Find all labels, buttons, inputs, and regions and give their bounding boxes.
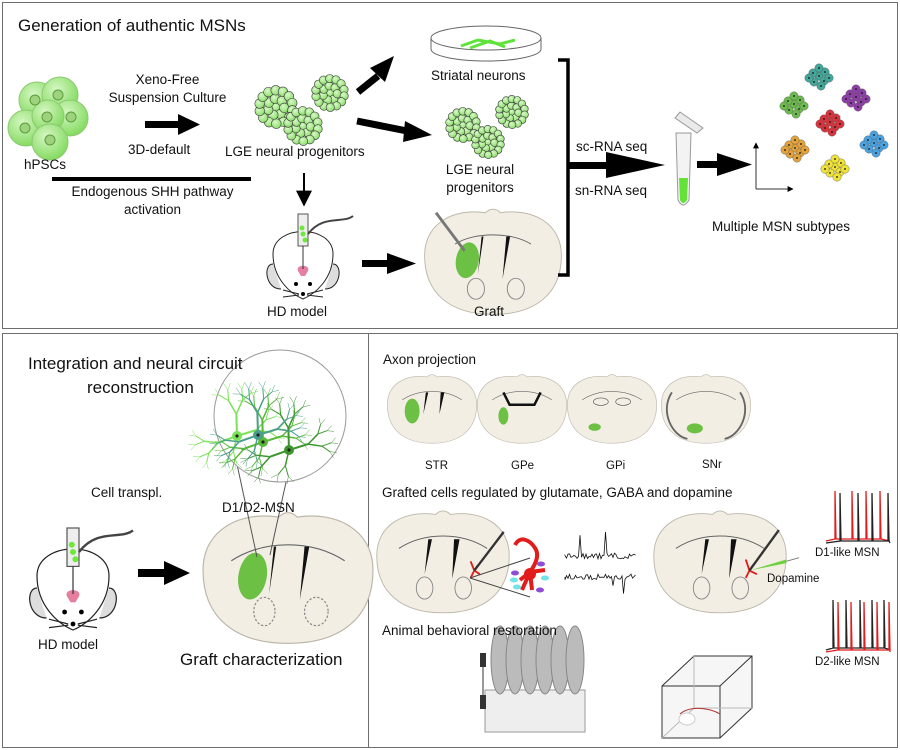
hd-mouse-icon [267, 214, 353, 299]
label-sn-rna-seq: sn-RNA seq [575, 183, 647, 199]
arrow-culture-icon [145, 114, 200, 135]
red-neuron-icon [510, 539, 549, 592]
label-shh-pathway: Endogenous SHH pathway [40, 184, 265, 200]
label-d1-d2-msn: D1/D2-MSN [222, 500, 295, 516]
label-cell-transpl: Cell transpl. [91, 485, 162, 501]
action-potential-traces [826, 491, 890, 652]
hd-mouse-icon [30, 528, 133, 630]
petri-dish-icon [431, 26, 541, 61]
section-title-integration-2: reconstruction [87, 378, 194, 398]
label-d1-like-msn: D1-like MSN [815, 547, 880, 560]
rotarod-icon [480, 626, 585, 732]
cluster [821, 155, 849, 181]
label-3d-default: 3D-default [128, 142, 190, 158]
label-progenitors: progenitors [430, 180, 530, 196]
lge-spheroid-icon [446, 95, 529, 158]
section-title-behavior: Animal behavioral restoration [382, 623, 557, 639]
dopamine-brain-icon [654, 511, 799, 613]
noise-trace [565, 574, 636, 593]
label-sc-rna-seq: sc-RNA seq [576, 139, 647, 155]
region-label-snr: SNr [702, 459, 722, 472]
label-hd-model: HD model [267, 304, 327, 320]
cluster [805, 64, 833, 90]
ap-trace [826, 600, 890, 650]
section-title-integration: Integration and neural circuit [28, 354, 243, 374]
label-suspension-culture: Suspension Culture [95, 90, 240, 106]
spheroid [312, 74, 349, 111]
spheroid [284, 106, 323, 145]
recording-brain-icon [377, 511, 509, 613]
cluster [860, 131, 888, 157]
label-dopamine: Dopamine [767, 573, 819, 586]
cluster [842, 85, 870, 111]
msn-subtype-clusters [780, 64, 888, 181]
label-striatal-neurons: Striatal neurons [431, 68, 526, 84]
arrow-to-graft-icon [138, 561, 190, 585]
ap-trace [826, 602, 890, 652]
section-title-regulation: Grafted cells regulated by glutamate, GA… [382, 485, 732, 501]
cluster [816, 110, 844, 136]
arrow-to-progenitors-icon [357, 121, 432, 142]
label-lge-progenitors: LGE neural progenitors [225, 144, 365, 160]
brain-section-snr [661, 375, 750, 444]
cluster [781, 136, 809, 162]
section-title-generation: Generation of authentic MSNs [18, 16, 246, 36]
arrow-to-graft-icon [362, 253, 416, 274]
label-msn-subtypes: Multiple MSN subtypes [712, 219, 850, 235]
tube-icon [675, 112, 703, 205]
shh-bar [52, 177, 251, 181]
brain-section-str [387, 375, 476, 444]
label-d2-like-msn: D2-like MSN [815, 656, 880, 669]
spheroid [472, 125, 505, 158]
label-hd-model-2: HD model [38, 637, 98, 653]
label-graft-characterization: Graft characterization [180, 650, 343, 670]
noise-trace [565, 532, 636, 559]
section-title-axon: Axon projection [383, 352, 476, 368]
spheroid [496, 95, 529, 128]
label-xeno-free: Xeno-Free [100, 72, 235, 88]
arrow-to-neurons-icon [358, 56, 394, 92]
label-lge-neural: LGE neural [430, 162, 530, 178]
graft-brain-icon [203, 513, 373, 644]
label-shh-activation: activation [40, 202, 265, 218]
hpsc-cluster-icon [8, 77, 88, 160]
cluster [780, 92, 808, 118]
axon-projection-brains [387, 375, 750, 444]
brain-section-gpi [567, 375, 656, 444]
open-field-box-icon [662, 656, 752, 738]
label-hpscs: hPSCs [24, 157, 66, 173]
lge-spheroid-icon [255, 74, 349, 145]
brain-section-gpe [477, 375, 566, 444]
region-label-gpe: GPe [511, 460, 534, 473]
region-label-gpi: GPi [606, 460, 625, 473]
label-graft: Graft [474, 304, 504, 320]
graft-brain-icon [425, 209, 562, 314]
arrow-to-clusters-icon [697, 153, 752, 176]
arrow-sequencing-icon [568, 152, 665, 178]
electrophysiology-traces [565, 532, 636, 594]
region-label-str: STR [425, 460, 448, 473]
